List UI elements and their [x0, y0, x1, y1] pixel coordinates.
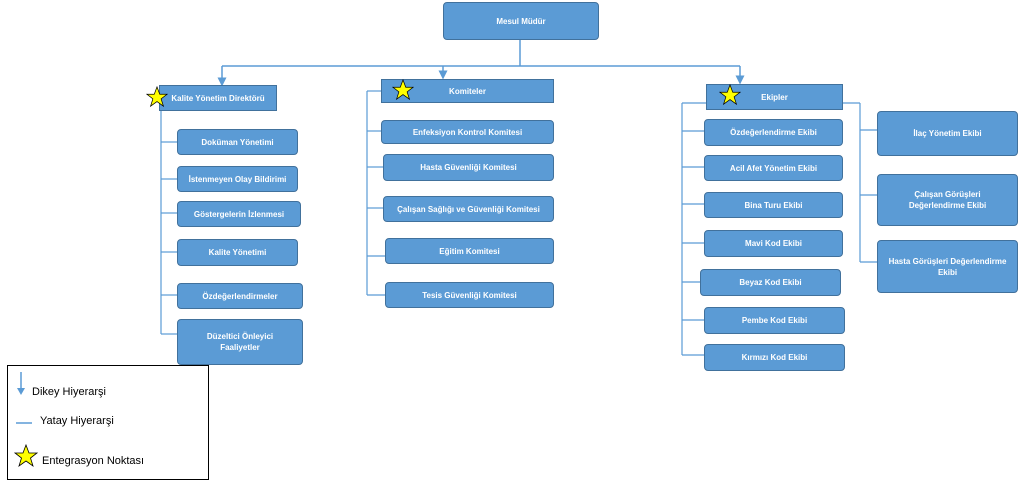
star-icon	[14, 444, 38, 468]
kalite-item: Özdeğerlendirmeler	[177, 283, 303, 309]
ekip-side-item: İlaç Yönetim Ekibi	[877, 111, 1018, 156]
ekipler-label: Ekipler	[761, 92, 788, 102]
legend-vertical-label: Dikey Hiyerarşi	[32, 386, 106, 398]
star-icon	[146, 86, 168, 108]
ekip-side-item-label: İlaç Yönetim Ekibi	[913, 129, 982, 138]
horizontal-line-icon	[16, 422, 32, 424]
ekip-item-label: Acil Afet Yönetim Ekibi	[729, 163, 818, 173]
ekip-side-item-label: Hasta Görüşleri Değerlendirme Ekibi	[888, 256, 1007, 277]
ekip-item-label: Beyaz Kod Ekibi	[739, 278, 802, 287]
legend: Dikey Hiyerarşi Yatay Hiyerarşi Entegras…	[7, 365, 209, 480]
ekip-item-label: Mavi Kod Ekibi	[745, 239, 802, 248]
kalite-item: Doküman Yönetimi	[177, 129, 298, 155]
kalite-item: İstenmeyen Olay Bildirimi	[177, 166, 298, 192]
kalite-item-label: Göstergelerin İzlenmesi	[193, 209, 285, 219]
ekip-item: Pembe Kod Ekibi	[704, 307, 845, 334]
star-icon	[392, 79, 414, 101]
ekip-item-label: Pembe Kod Ekibi	[741, 316, 808, 325]
ekip-item-label: Özdeğerlendirme Ekibi	[730, 128, 817, 137]
down-arrow-icon	[17, 372, 25, 395]
star-icon	[719, 84, 741, 106]
kalite-item-label: Özdeğerlendirmeler	[202, 291, 278, 301]
root-label: Mesul Müdür	[496, 16, 546, 26]
ekip-item: Özdeğerlendirme Ekibi	[704, 119, 843, 146]
ekip-item: Kırmızı Kod Ekibi	[704, 344, 845, 371]
kalite-item-label: Doküman Yönetimi	[201, 137, 274, 147]
ekip-item: Beyaz Kod Ekibi	[700, 269, 841, 296]
ekip-item-label: Kırmızı Kod Ekibi	[741, 353, 808, 362]
kalite-item: Düzeltici Önleyici Faaliyetler	[177, 319, 303, 365]
komite-item-label: Eğitim Komitesi	[439, 246, 500, 256]
ekip-side-item: Hasta Görüşleri Değerlendirme Ekibi	[877, 240, 1018, 293]
kalite-item: Göstergelerin İzlenmesi	[177, 201, 301, 227]
kalite-item: Kalite Yönetimi	[177, 239, 298, 266]
legend-integration-label: Entegrasyon Noktası	[42, 455, 145, 467]
komite-item: Çalışan Sağlığı ve Güvenliği Komitesi	[383, 196, 554, 222]
komiteler-node: Komiteler	[381, 79, 554, 103]
komite-item-label: Enfeksiyon Kontrol Komitesi	[412, 127, 523, 137]
kalite-item-label: Kalite Yönetimi	[208, 248, 267, 257]
komite-item: Hasta Güvenliği Komitesi	[383, 154, 554, 181]
kalite-item-label: İstenmeyen Olay Bildirimi	[188, 174, 287, 184]
ekip-item: Acil Afet Yönetim Ekibi	[704, 155, 843, 181]
root-node: Mesul Müdür	[443, 2, 599, 40]
ekip-side-item: Çalışan Görüşleri Değerlendirme Ekibi	[877, 174, 1018, 226]
ekip-item: Mavi Kod Ekibi	[704, 230, 843, 257]
komite-item-label: Hasta Güvenliği Komitesi	[420, 163, 517, 172]
kalite-node: Kalite Yönetim Direktörü	[159, 85, 277, 111]
komite-item: Tesis Güvenliği Komitesi	[385, 282, 554, 308]
komite-item: Enfeksiyon Kontrol Komitesi	[381, 120, 554, 144]
komiteler-label: Komiteler	[449, 86, 486, 96]
komite-item: Eğitim Komitesi	[385, 238, 554, 264]
ekip-item-label: Bina Turu Ekibi	[744, 200, 803, 210]
komite-item-label: Tesis Güvenliği Komitesi	[422, 290, 517, 300]
kalite-item-label: Düzeltici Önleyici Faaliyetler	[206, 332, 274, 352]
legend-horizontal-label: Yatay Hiyerarşi	[40, 415, 114, 427]
kalite-label: Kalite Yönetim Direktörü	[171, 93, 265, 103]
ekip-item: Bina Turu Ekibi	[704, 192, 843, 218]
ekip-side-item-label: Çalışan Görüşleri Değerlendirme Ekibi	[908, 190, 987, 210]
komite-item-label: Çalışan Sağlığı ve Güvenliği Komitesi	[397, 204, 540, 214]
